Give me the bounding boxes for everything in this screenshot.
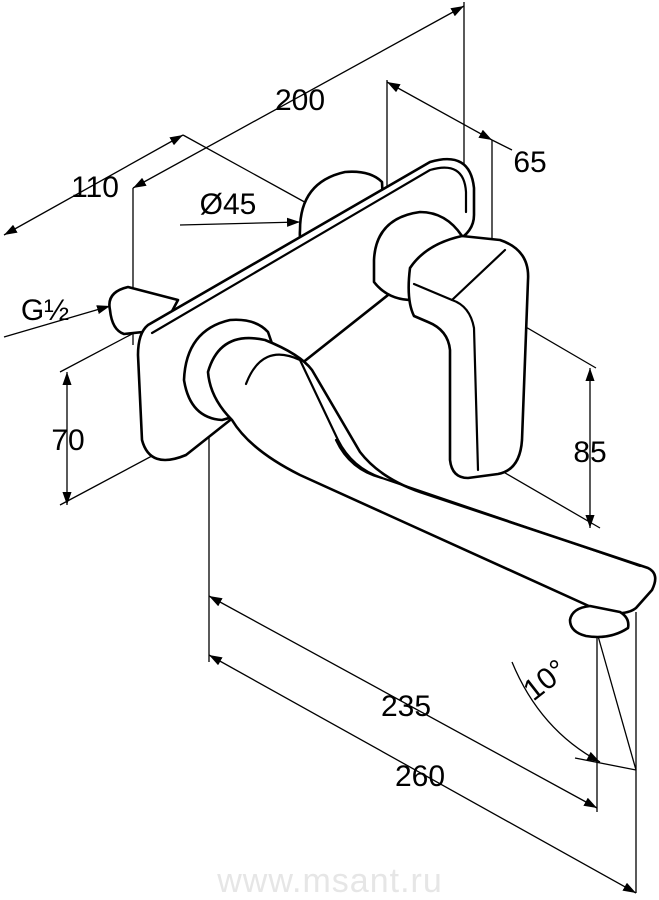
label-110: 110 [71, 171, 119, 204]
label-70: 70 [51, 424, 84, 457]
label-65: 65 [513, 146, 546, 179]
label-thread: G½ [21, 294, 69, 327]
label-angle: 10° [517, 653, 573, 707]
label-diameter: Ø45 [200, 188, 257, 221]
dimension-lines [3, 2, 637, 894]
label-200: 200 [275, 84, 325, 117]
label-235: 235 [381, 690, 431, 723]
label-85: 85 [573, 436, 606, 469]
label-260: 260 [395, 760, 445, 793]
dimension-labels: 200 65 110 Ø45 G½ 70 85 235 260 10° www.… [21, 84, 607, 900]
faucet-body [108, 157, 657, 639]
watermark: www.msant.ru [216, 862, 443, 900]
